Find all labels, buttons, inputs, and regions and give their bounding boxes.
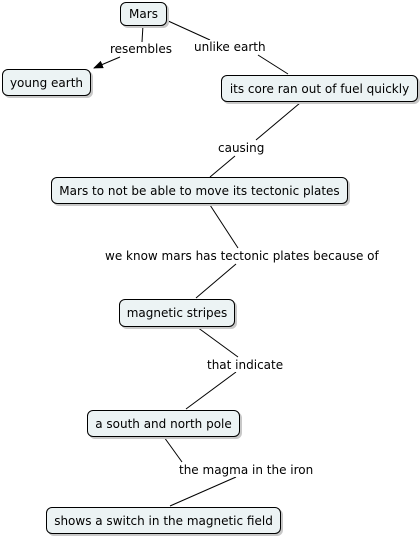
concept-south-north-pole[interactable]: a south and north pole [87,410,240,437]
connector-unlike-earth-core [257,54,289,75]
concept-young-earth-text: young earth [9,75,84,90]
connector-causing-tectonic [209,155,236,178]
link-unlike-earth: unlike earth [192,40,268,54]
link-that-indicate: that indicate [205,358,286,372]
concept-core-out-of-fuel-text: its core ran out of fuel quickly [229,81,410,96]
concept-core-out-of-fuel[interactable]: its core ran out of fuel quickly [221,75,418,102]
link-know-tectonic: we know mars has tectonic plates because… [103,249,381,263]
connector-indicate-poles [185,371,237,410]
connector-mars-unlike-earth [165,19,211,41]
connector-poles-magma [163,436,183,463]
concept-tectonic-plates-text: Mars to not be able to move its tectonic… [59,183,340,198]
connector-magma-switch [169,476,237,507]
connector-core-causing [255,102,301,141]
concept-young-earth[interactable]: young earth [2,69,91,96]
connector-mars-resembles [141,24,144,43]
connector-stripes-indicate [196,326,239,358]
connector-tectonic-know [209,204,239,249]
concept-tectonic-plates[interactable]: Mars to not be able to move its tectonic… [51,177,348,204]
concept-magnetic-stripes[interactable]: magnetic stripes [119,299,235,327]
concept-magnetic-stripes-text: magnetic stripes [126,306,228,320]
link-causing: causing [216,141,267,155]
concept-mars[interactable]: Mars [120,2,167,26]
concept-magnetic-field-switch-text: shows a switch in the magnetic field [54,513,273,528]
concept-mars-text: Mars [129,7,158,21]
concept-magnetic-field-switch[interactable]: shows a switch in the magnetic field [46,507,281,534]
link-magma-iron: the magma in the iron [177,463,316,477]
concept-south-north-pole-text: a south and north pole [95,416,232,431]
connector-resembles-young-earth [93,56,121,69]
connector-know-stripes [195,263,237,299]
link-resembles: resembles [108,42,174,56]
